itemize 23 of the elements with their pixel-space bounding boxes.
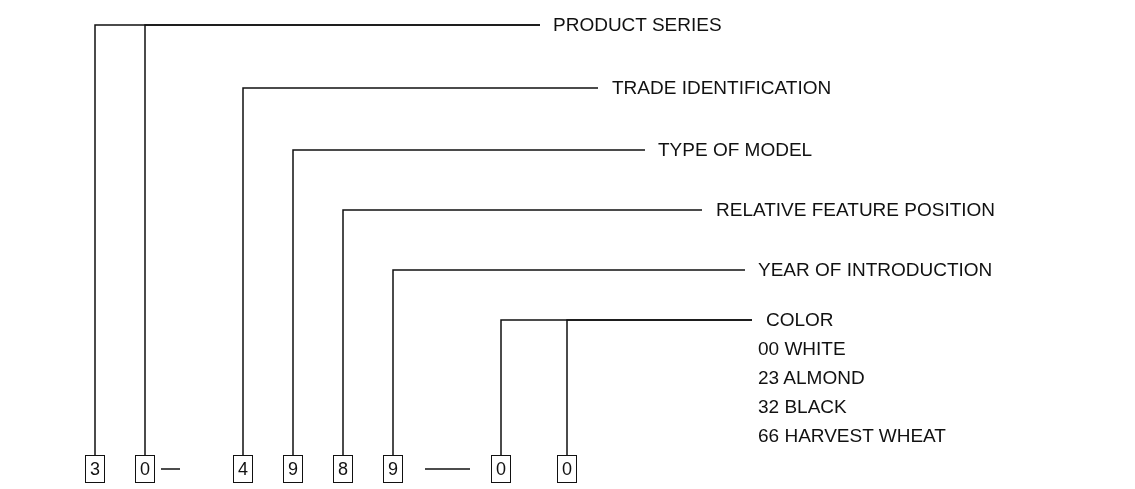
- color-code-item: 23 ALMOND: [758, 366, 865, 390]
- color-code-item: 00 WHITE: [758, 337, 846, 361]
- callout-label: COLOR: [766, 308, 834, 332]
- digit-box: 0: [491, 455, 511, 483]
- color-code-item: 66 HARVEST WHEAT: [758, 424, 946, 448]
- digit-box: 0: [135, 455, 155, 483]
- digit-box: 4: [233, 455, 253, 483]
- digit-box: 8: [333, 455, 353, 483]
- leader-line: [292, 149, 646, 456]
- digit-box: 3: [85, 455, 105, 483]
- digit-box: 9: [383, 455, 403, 483]
- leader-line: [392, 269, 746, 456]
- leader-line: [242, 87, 599, 456]
- callout-label: TRADE IDENTIFICATION: [612, 77, 832, 99]
- callout-label: RELATIVE FEATURE POSITION: [716, 199, 996, 221]
- callout-label: YEAR OF INTRODUCTION: [758, 259, 993, 281]
- leader-line: [566, 319, 753, 456]
- callout-label: TYPE OF MODEL: [658, 139, 813, 161]
- leader-line: [342, 209, 703, 456]
- digit-box: 9: [283, 455, 303, 483]
- color-code-item: 32 BLACK: [758, 395, 847, 419]
- digit-box: 0: [557, 455, 577, 483]
- callout-label: PRODUCT SERIES: [553, 14, 722, 36]
